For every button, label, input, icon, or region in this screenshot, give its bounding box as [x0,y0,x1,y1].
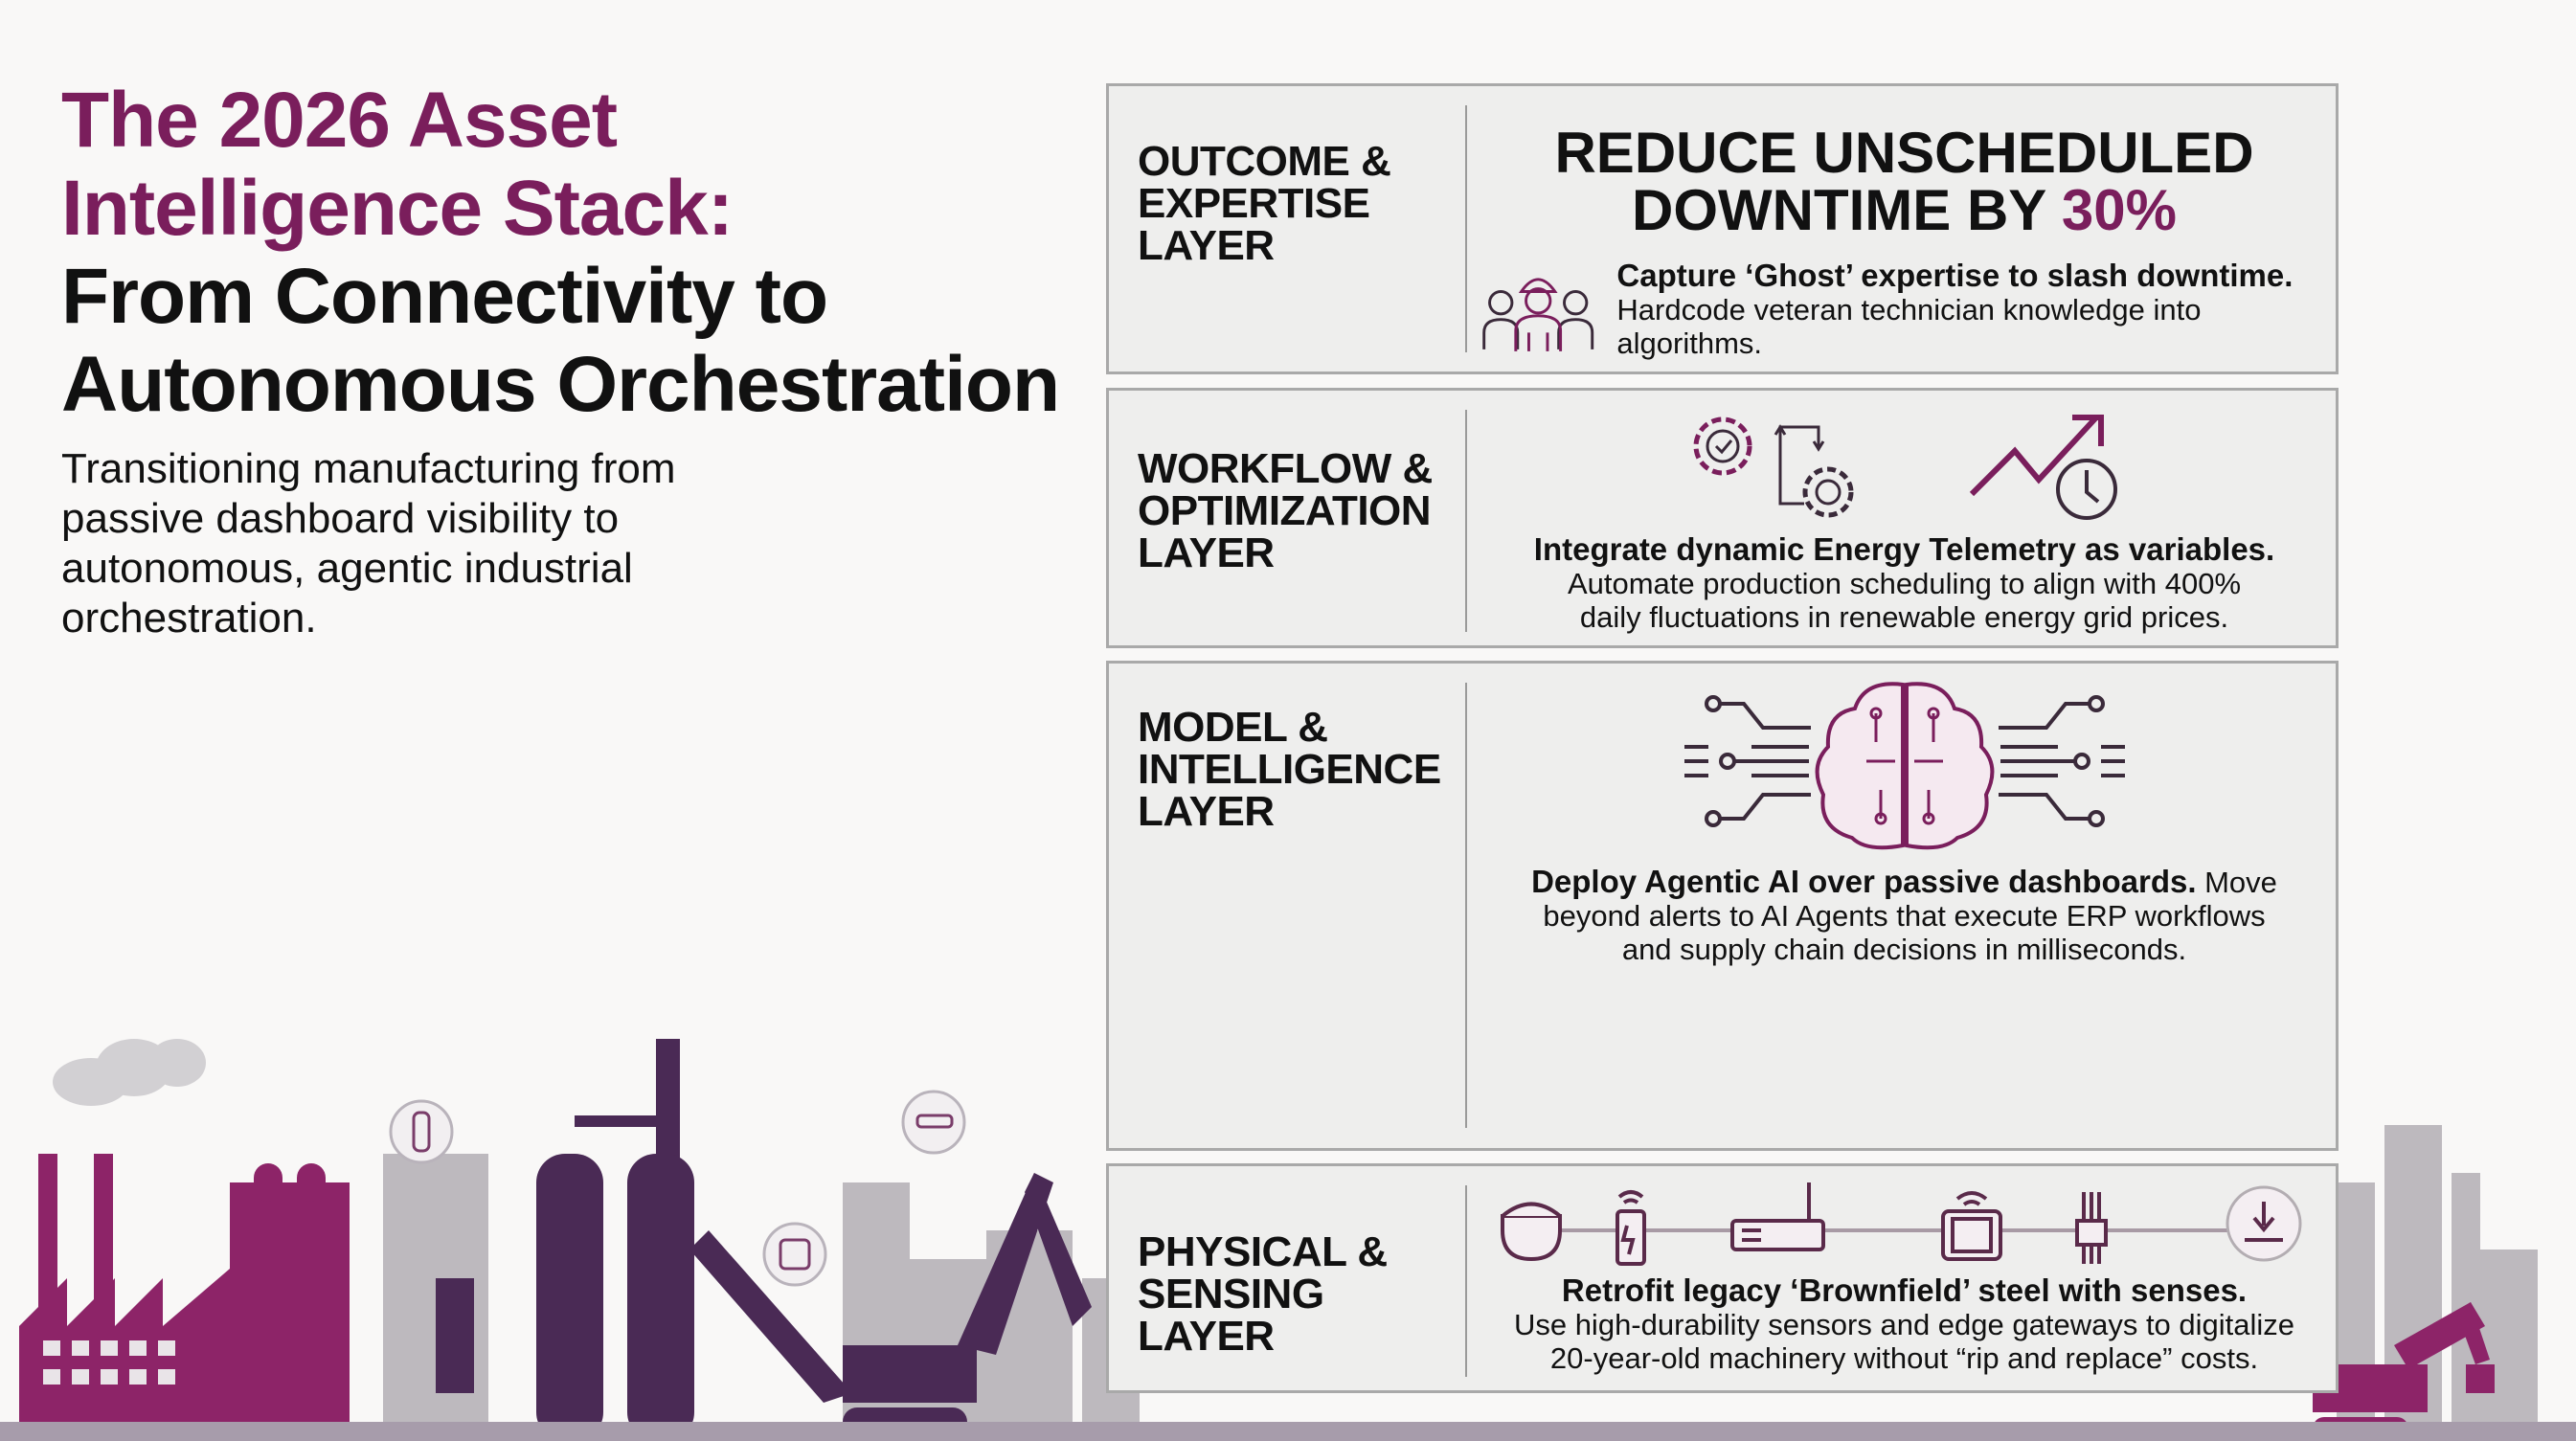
detail-bold: Integrate dynamic Energy Telemetry as va… [1533,531,2275,567]
detail-body-line-1: beyond alerts to AI Agents that execute … [1543,899,2266,933]
label-line: INTELLIGENCE [1138,746,1441,793]
label-line: LAYER [1138,222,1275,269]
layer-content: Retrofit legacy ‘Brownfield’ steel with … [1473,1178,2336,1375]
model-intelligence-layer-panel: MODEL & INTELLIGENCE LAYER [1106,661,2339,1151]
detail-body-line-2: daily fluctuations in renewable energy g… [1579,600,2229,634]
label-line: WORKFLOW & [1138,445,1433,492]
title-line-2: Intelligence Stack: [61,165,734,252]
detail-bold: Deploy Agentic AI over passive dashboard… [1531,864,2197,899]
headline-percentage: 30% [2061,178,2177,242]
sensor-chain [1500,1182,2301,1266]
label-line: OPTIMIZATION [1138,487,1432,534]
layer-content: Deploy Agentic AI over passive dashboard… [1473,675,2336,966]
sensor-bubbles [389,1090,966,1287]
title-block: The 2026 Asset Intelligence Stack: From … [61,77,1115,429]
label-line: PHYSICAL & [1138,1228,1388,1275]
workflow-optimization-layer-panel: WORKFLOW & OPTIMIZATION LAYER Integrate … [1106,388,2339,648]
detail-text: Capture ‘Ghost’ expertise to slash downt… [1616,258,2336,361]
technicians-team-icon [1482,278,1594,351]
wireless-monitor-icon [1940,1191,2002,1261]
layer-label: PHYSICAL & SENSING LAYER [1138,1231,1454,1358]
icon-row [1473,408,2336,523]
label-line: LAYER [1138,529,1275,576]
detail-text: Integrate dynamic Energy Telemetry as va… [1473,531,2336,635]
title-line-3: From Connectivity to [61,253,828,340]
label-line: LAYER [1138,788,1275,835]
layer-label: OUTCOME & EXPERTISE LAYER [1138,141,1454,267]
headline-line-2: DOWNTIME BY 30% [1473,182,2336,239]
title-line-4: Autonomous Orchestration [61,341,1060,428]
cable-connector-icon [2074,1192,2108,1264]
layer-content: Integrate dynamic Energy Telemetry as va… [1473,408,2336,634]
detail-body-line-1: Use high-durability sensors and edge gat… [1513,1308,2295,1341]
physical-sensing-layer-panel: PHYSICAL & SENSING LAYER Retrofit legacy… [1106,1163,2339,1393]
layer-content: REDUCE UNSCHEDULED DOWNTIME BY 30% Captu… [1473,124,2336,360]
outcome-expertise-layer-panel: OUTCOME & EXPERTISE LAYER REDUCE UNSCHED… [1106,83,2339,374]
layer-label: MODEL & INTELLIGENCE LAYER [1138,707,1454,833]
label-line: EXPERTISE [1138,180,1370,227]
column-divider [1465,683,1467,1128]
column-divider [1465,1185,1467,1377]
trend-clock-icon [1969,415,2117,520]
headline-line-1: REDUCE UNSCHEDULED [1554,121,2254,185]
detail-body-inline: Move [2196,866,2277,899]
detail-body-line-1: Automate production scheduling to align … [1567,567,2242,600]
title-line-1: The 2026 Asset [61,77,618,164]
circuit-brain-icon [1683,682,2125,850]
wireless-battery-icon [1615,1190,1646,1266]
smoke-cloud [53,1039,206,1106]
column-divider [1465,105,1467,352]
dome-sensor-icon [1500,1202,1562,1262]
detail-row: Capture ‘Ghost’ expertise to slash downt… [1473,259,2336,360]
layer-label: WORKFLOW & OPTIMIZATION LAYER [1138,448,1454,574]
label-line: MODEL & [1138,704,1328,751]
label-line: OUTCOME & [1138,138,1391,185]
detail-body-line-2: 20-year-old machinery without “rip and r… [1549,1341,2259,1375]
industrial-skyline-illustration [0,1039,2576,1441]
factory-building [19,1154,350,1441]
subtitle: Transitioning manufacturing from passive… [61,445,676,642]
detail-text: Retrofit legacy ‘Brownfield’ steel with … [1473,1272,2336,1376]
detail-body: Hardcode veteran technician knowledge in… [1616,293,2202,360]
edge-gateway-icon [1729,1182,1825,1251]
headline: REDUCE UNSCHEDULED DOWNTIME BY 30% [1473,124,2336,239]
detail-bold: Retrofit legacy ‘Brownfield’ steel with … [1561,1272,2248,1308]
label-line: SENSING LAYER [1138,1271,1324,1360]
refinery-towers [436,1039,852,1441]
gears-workflow-icon [1693,417,1853,518]
detail-text: Deploy Agentic AI over passive dashboard… [1473,864,2336,967]
detail-body-line-2: and supply chain decisions in millisecon… [1621,933,2187,966]
press-clamp-icon [2226,1185,2301,1262]
headline-prefix: DOWNTIME BY [1632,178,2062,242]
detail-bold: Capture ‘Ghost’ expertise to slash downt… [1616,258,2294,293]
column-divider [1465,410,1467,632]
